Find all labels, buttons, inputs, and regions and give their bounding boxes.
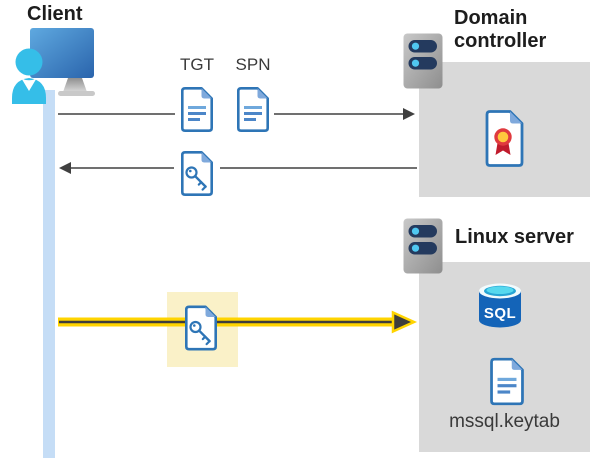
domain-controller-server-icon xyxy=(403,33,443,89)
auth-arrow xyxy=(58,310,418,334)
request-arrowhead-icon xyxy=(403,108,415,120)
tgt-document-icon xyxy=(181,87,213,132)
client-timeline xyxy=(43,90,55,458)
domain-controller-label: Domain controller xyxy=(454,7,547,52)
sql-badge: SQL xyxy=(483,305,517,322)
client-person-icon xyxy=(12,48,46,104)
client-label: Client xyxy=(27,3,83,25)
key-document-icon xyxy=(181,151,213,196)
spn-label: SPN xyxy=(235,55,271,74)
client-monitor-icon xyxy=(30,28,95,96)
keytab-key-document-icon xyxy=(185,305,217,351)
tgt-label: TGT xyxy=(180,55,214,74)
certificate-icon xyxy=(485,110,524,167)
client-computer-icon xyxy=(12,28,95,104)
sql-database-icon xyxy=(479,283,521,328)
spn-document-icon xyxy=(237,87,269,132)
linux-server-icon xyxy=(403,218,443,274)
keytab-document-icon xyxy=(490,357,524,406)
linux-server-label: Linux server xyxy=(455,226,574,248)
response-arrowhead-icon xyxy=(59,162,71,174)
keytab-filename-label: mssql.keytab xyxy=(449,411,560,432)
